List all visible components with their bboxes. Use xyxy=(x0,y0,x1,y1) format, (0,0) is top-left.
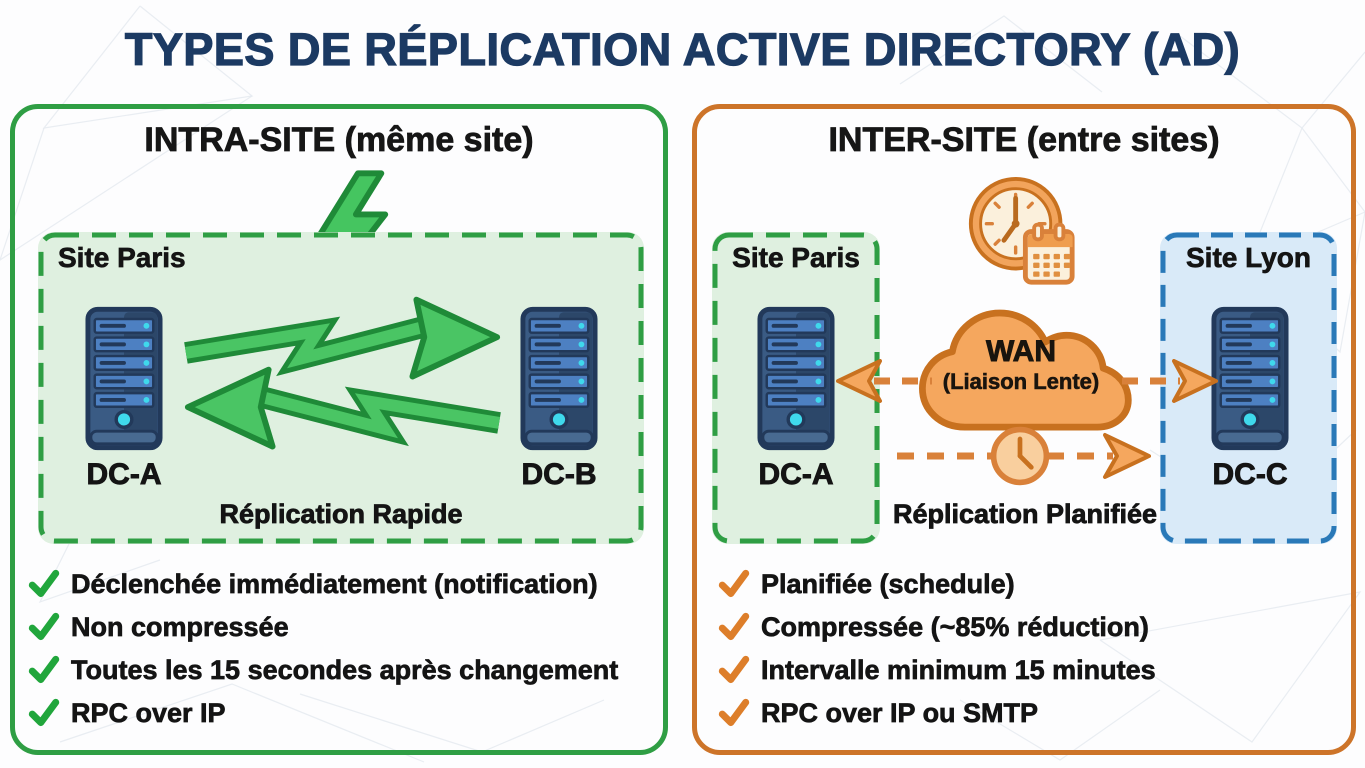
checklist-item-label: RPC over IP ou SMTP xyxy=(761,697,1039,728)
check-icon xyxy=(28,655,60,684)
wan-arrow-right-icon xyxy=(1122,359,1218,403)
checklist-item-label: Compressée (~85% réduction) xyxy=(761,611,1150,642)
checklist-item-label: Non compressée xyxy=(71,611,289,642)
dc-b-label: DC-B xyxy=(521,458,597,492)
wan-cloud-icon xyxy=(919,309,1132,431)
inter-site-paris-label: Site Paris xyxy=(732,242,860,274)
server-icon-dc-a2 xyxy=(757,306,835,451)
checklist-item: RPC over IP ou SMTP xyxy=(718,696,1156,730)
wan-arrow-left-icon xyxy=(836,359,932,403)
check-icon xyxy=(28,569,60,598)
dc-a-label: DC-A xyxy=(86,458,162,492)
inter-site-lyon-label: Site Lyon xyxy=(1186,242,1312,274)
scheduled-replication-arrow-icon xyxy=(897,433,1151,479)
dc-c-label: DC-C xyxy=(1212,458,1288,492)
check-icon xyxy=(718,569,750,598)
checklist-item: Intervalle minimum 15 minutes xyxy=(718,653,1156,687)
checklist-item: Déclenchée immédiatement (notification) xyxy=(28,567,618,601)
checklist-item: Compressée (~85% réduction) xyxy=(718,610,1156,644)
wan-label: WAN xyxy=(986,335,1057,369)
check-icon xyxy=(718,655,750,684)
checklist-item: Planifiée (schedule) xyxy=(718,567,1156,601)
checklist-item-label: Intervalle minimum 15 minutes xyxy=(761,654,1156,685)
schedule-clock-icon xyxy=(990,426,1050,486)
checklist-item-label: Planifiée (schedule) xyxy=(761,568,1015,599)
check-icon xyxy=(718,612,750,641)
checklist-item-label: Déclenchée immédiatement (notification) xyxy=(71,568,598,599)
checklist-item: RPC over IP xyxy=(28,696,618,730)
check-icon xyxy=(718,698,750,727)
dc-a2-label: DC-A xyxy=(758,458,834,492)
inter-site-panel: INTER-SITE (entre sites) xyxy=(692,104,1356,755)
check-icon xyxy=(28,698,60,727)
dashed-border xyxy=(1160,232,1337,544)
server-icon-dc-a xyxy=(85,306,163,451)
inter-flow-label: Réplication Planifiée xyxy=(892,499,1158,530)
wan-sublabel: (Liaison Lente) xyxy=(942,369,1100,395)
intra-site-header: INTRA-SITE (même site) xyxy=(144,121,534,160)
intra-site-panel: INTRA-SITE (même site) Site Paris DC-A D… xyxy=(10,104,668,755)
check-icon xyxy=(28,612,60,641)
server-icon-dc-c xyxy=(1211,306,1289,451)
intra-site-paris-label: Site Paris xyxy=(58,242,186,274)
page-title: TYPES DE RÉPLICATION ACTIVE DIRECTORY (A… xyxy=(124,23,1241,75)
server-icon-dc-b xyxy=(520,306,598,451)
fast-replication-arrow-left-icon xyxy=(180,365,505,465)
checklist-item: Toutes les 15 secondes après changement xyxy=(28,653,619,687)
checklist-item-label: RPC over IP xyxy=(71,697,226,728)
intra-checklist: Déclenchée immédiatement (notification) … xyxy=(28,567,619,730)
dashed-border xyxy=(712,232,880,544)
clock-calendar-icon xyxy=(968,176,1075,285)
inter-checklist: Planifiée (schedule) Compressée (~85% ré… xyxy=(718,567,1156,730)
inter-site-header: INTER-SITE (entre sites) xyxy=(828,121,1220,160)
checklist-item: Non compressée xyxy=(28,610,618,644)
intra-flow-label: Réplication Rapide xyxy=(219,499,463,530)
checklist-item-label: Toutes les 15 secondes après changement xyxy=(71,654,619,685)
